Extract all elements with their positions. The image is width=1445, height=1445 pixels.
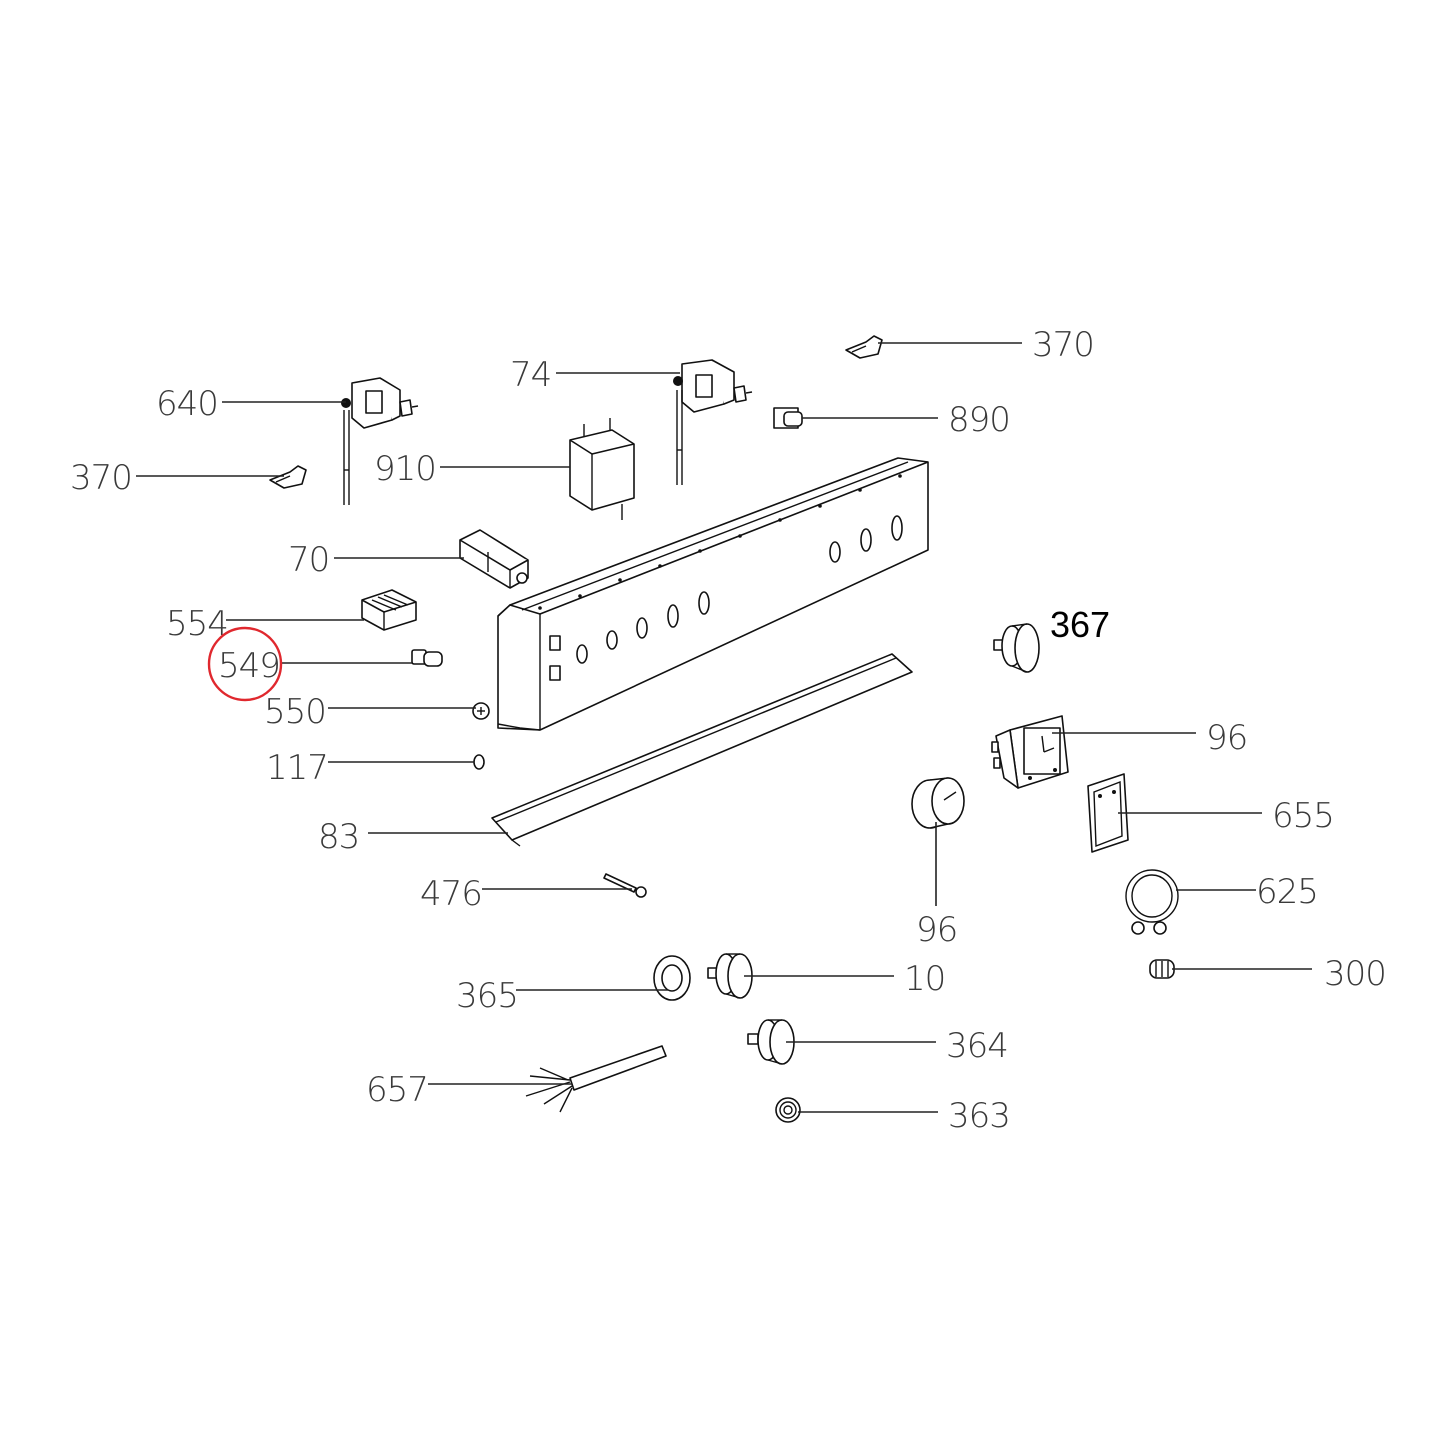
part-365-bezel	[653, 955, 691, 1001]
part-96-timer-knob	[911, 777, 965, 829]
part-657-cable	[525, 1045, 667, 1113]
part-890-switch	[773, 407, 803, 429]
label-476: 476	[420, 874, 482, 914]
part-364-knob	[747, 1019, 795, 1065]
part-476-screw	[603, 873, 647, 898]
label-300: 300	[1324, 954, 1386, 994]
label-370-top: 370	[1032, 325, 1094, 365]
label-890: 890	[948, 400, 1010, 440]
label-363: 363	[948, 1096, 1010, 1136]
label-70: 70	[288, 540, 329, 580]
part-300-spring	[1149, 959, 1175, 979]
label-365: 365	[456, 976, 518, 1016]
label-657: 657	[366, 1070, 428, 1110]
part-117-washer	[473, 754, 485, 770]
label-549: 549	[218, 646, 280, 686]
part-640-gas-valve	[341, 377, 419, 505]
label-554: 554	[166, 604, 228, 644]
part-96-clock	[991, 715, 1069, 789]
part-370-clip-left	[269, 465, 307, 489]
label-364: 364	[946, 1026, 1008, 1066]
label-640: 640	[156, 384, 218, 424]
label-367: 367	[1050, 604, 1110, 645]
part-370-clip-top	[845, 335, 883, 359]
label-550: 550	[264, 692, 326, 732]
part-10-knob	[707, 953, 753, 999]
label-655: 655	[1272, 796, 1334, 836]
part-number-labels: 370 74 640 890 370 910 70 554 549 550 11…	[70, 325, 1387, 1136]
label-117: 117	[266, 748, 328, 788]
part-655-gasket	[1087, 773, 1129, 853]
part-910-box	[569, 418, 635, 520]
highlight-circle-549	[207, 626, 283, 702]
leader-lines	[136, 342, 1312, 1113]
part-550-screw	[472, 702, 490, 720]
part-367-knob	[993, 623, 1040, 673]
label-74: 74	[510, 355, 551, 395]
label-10: 10	[904, 959, 945, 999]
part-74-gas-valve	[673, 359, 753, 485]
part-625-ring	[1125, 869, 1179, 935]
label-96-clock: 96	[1206, 718, 1247, 758]
part-control-panel	[497, 457, 929, 731]
part-554-terminal-block	[361, 589, 417, 631]
label-910: 910	[374, 449, 436, 489]
label-96-timer: 96	[916, 910, 957, 950]
part-70-ignition-block	[459, 529, 529, 589]
part-363-spring	[775, 1097, 801, 1123]
label-370-left: 370	[70, 458, 132, 498]
part-549-button	[411, 649, 443, 667]
label-83: 83	[318, 817, 359, 857]
label-625: 625	[1256, 872, 1318, 912]
